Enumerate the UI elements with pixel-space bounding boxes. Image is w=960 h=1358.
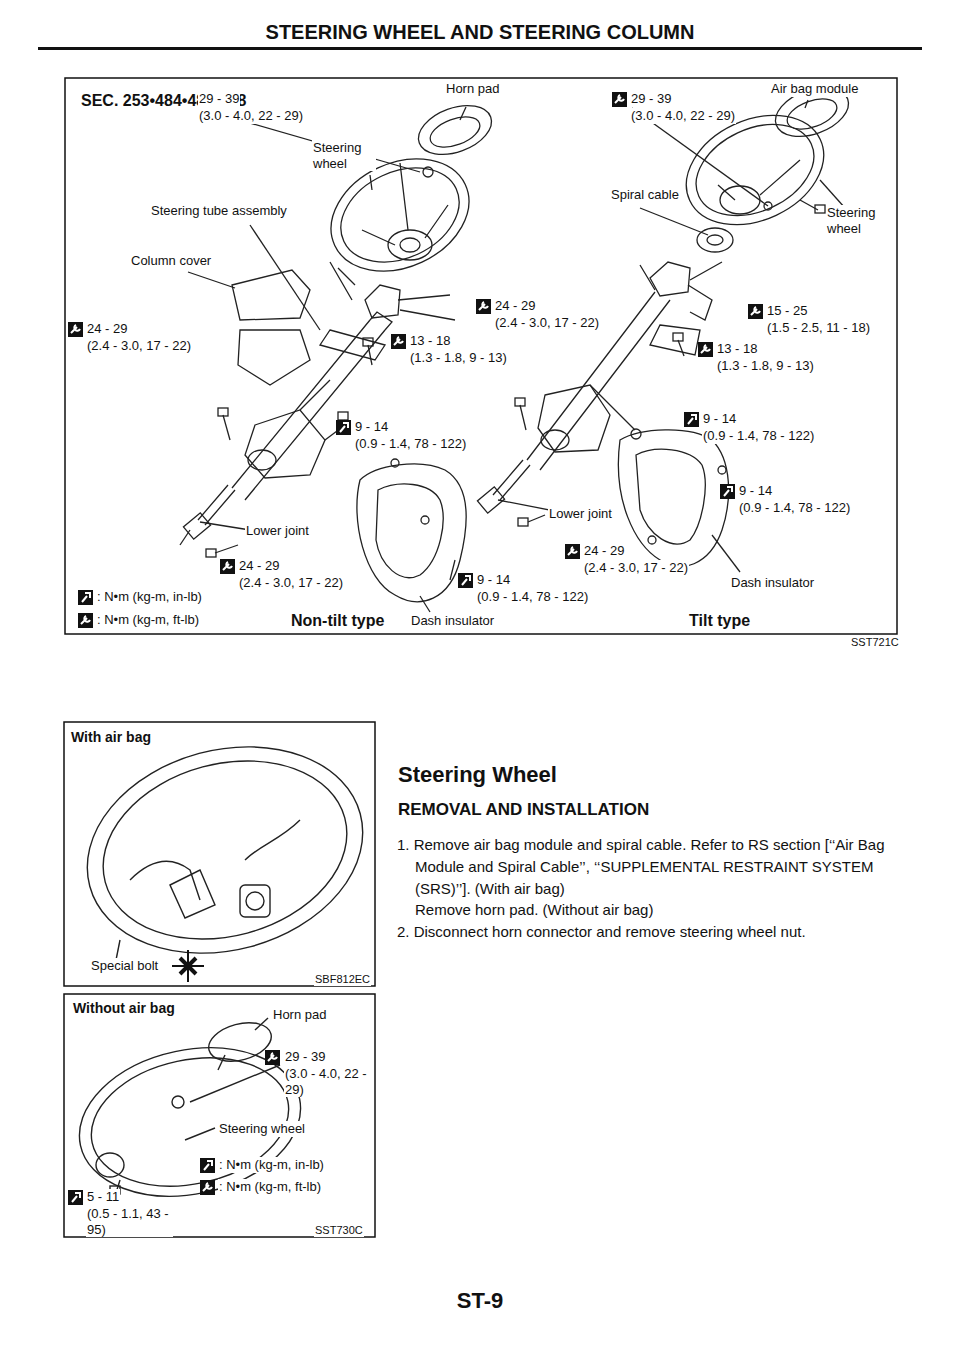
torque-value: 15 - 25 bbox=[766, 303, 808, 319]
torque-value: 5 - 11 bbox=[86, 1189, 120, 1205]
torque-value: (1.3 - 1.8, 9 - 13) bbox=[716, 358, 815, 374]
header-rule bbox=[38, 47, 922, 50]
part-name: Spiral cable bbox=[610, 187, 680, 203]
figure-frame bbox=[64, 994, 375, 1237]
part-name: Steering wheel bbox=[218, 1121, 306, 1137]
torque-value: (3.0 - 4.0, 22 - 29) bbox=[630, 108, 736, 124]
torque-value: 9 - 14 bbox=[738, 483, 773, 499]
torque-value: 29 - 39 bbox=[630, 91, 672, 107]
part-name: Steering wheel bbox=[826, 205, 890, 236]
figure-frame bbox=[64, 722, 375, 986]
procedure-step: Remove horn pad. (Without air bag) bbox=[397, 899, 902, 921]
unit-key: : N•m (kg-m, ft-lb) bbox=[96, 612, 200, 628]
part-name: Column cover bbox=[130, 253, 212, 269]
procedure-text: 1. Remove air bag module and spiral cabl… bbox=[397, 834, 902, 943]
part-name: With air bag bbox=[70, 729, 152, 746]
part-name: Horn pad bbox=[445, 81, 500, 97]
torque-value: (3.0 - 4.0, 22 - 29) bbox=[198, 108, 304, 124]
part-name: Tilt type bbox=[688, 611, 751, 630]
torque-value: (2.4 - 3.0, 17 - 22) bbox=[238, 575, 344, 591]
part-name: SBF812EC bbox=[314, 973, 371, 986]
part-name: Steering tube assembly bbox=[150, 203, 288, 219]
torque-value: (1.5 - 2.5, 11 - 18) bbox=[766, 320, 871, 336]
exploded-view bbox=[180, 78, 855, 612]
torque-value: (0.9 - 1.4, 78 - 122) bbox=[702, 428, 815, 444]
torque-value: 9 - 14 bbox=[354, 419, 389, 435]
torque-value: 13 - 18 bbox=[716, 341, 758, 357]
section-heading: Steering Wheel bbox=[397, 762, 558, 788]
page-title: STEERING WHEEL AND STEERING COLUMN bbox=[265, 20, 696, 44]
torque-value: (0.9 - 1.4, 78 - 122) bbox=[476, 589, 589, 605]
torque-value: (2.4 - 3.0, 17 - 22) bbox=[583, 560, 689, 576]
torque-icon bbox=[68, 92, 763, 1205]
section-heading: REMOVAL AND INSTALLATION bbox=[397, 800, 650, 820]
special-bolt-symbol bbox=[172, 950, 204, 982]
page-number: ST-9 bbox=[456, 1288, 504, 1314]
torque-value: 9 - 14 bbox=[476, 572, 511, 588]
part-name: Steering wheel bbox=[312, 140, 376, 171]
part-name: Special bolt bbox=[90, 958, 159, 974]
part-name: Horn pad bbox=[272, 1007, 327, 1023]
torque-value: 29 - 39 bbox=[284, 1049, 326, 1065]
part-name: Dash insulator bbox=[730, 575, 815, 591]
torque-value: 24 - 29 bbox=[494, 298, 536, 314]
part-name: Dash insulator bbox=[410, 613, 495, 629]
torque-value: 24 - 29 bbox=[583, 543, 625, 559]
torque-value: (3.0 - 4.0, 22 - 29) bbox=[284, 1066, 371, 1097]
unit-key: : N•m (kg-m, ft-lb) bbox=[218, 1179, 322, 1195]
torque-value: 24 - 29 bbox=[86, 321, 128, 337]
torque-value: (0.9 - 1.4, 78 - 122) bbox=[354, 436, 467, 452]
torque-value: (1.3 - 1.8, 9 - 13) bbox=[409, 350, 508, 366]
part-name: Without air bag bbox=[72, 1000, 176, 1017]
torque-value: 13 - 18 bbox=[409, 333, 451, 349]
part-name: Lower joint bbox=[548, 506, 613, 522]
torque-value: (2.4 - 3.0, 17 - 22) bbox=[494, 315, 600, 331]
torque-value: (0.5 - 1.1, 43 - 95) bbox=[86, 1206, 173, 1237]
torque-value: (0.9 - 1.4, 78 - 122) bbox=[738, 500, 851, 516]
procedure-step: 1. Remove air bag module and spiral cabl… bbox=[397, 834, 902, 899]
wheel-view bbox=[64, 717, 386, 983]
unit-key: : N•m (kg-m, in-lb) bbox=[96, 589, 203, 605]
part-name: Non-tilt type bbox=[290, 611, 385, 630]
part-name: Lower joint bbox=[245, 523, 310, 539]
torque-value: 29 - 39 bbox=[198, 91, 240, 107]
figure-code: SST730C bbox=[314, 1224, 364, 1237]
torque-value: 9 - 14 bbox=[702, 411, 737, 427]
part-name: Air bag module bbox=[770, 81, 859, 97]
figure-code: SST721C bbox=[850, 636, 900, 649]
torque-value: (2.4 - 3.0, 17 - 22) bbox=[86, 338, 192, 354]
figure-frame bbox=[65, 78, 897, 634]
unit-key: : N•m (kg-m, in-lb) bbox=[218, 1157, 325, 1173]
torque-value: 24 - 29 bbox=[238, 558, 280, 574]
procedure-step: 2. Disconnect horn connector and remove … bbox=[397, 921, 902, 943]
